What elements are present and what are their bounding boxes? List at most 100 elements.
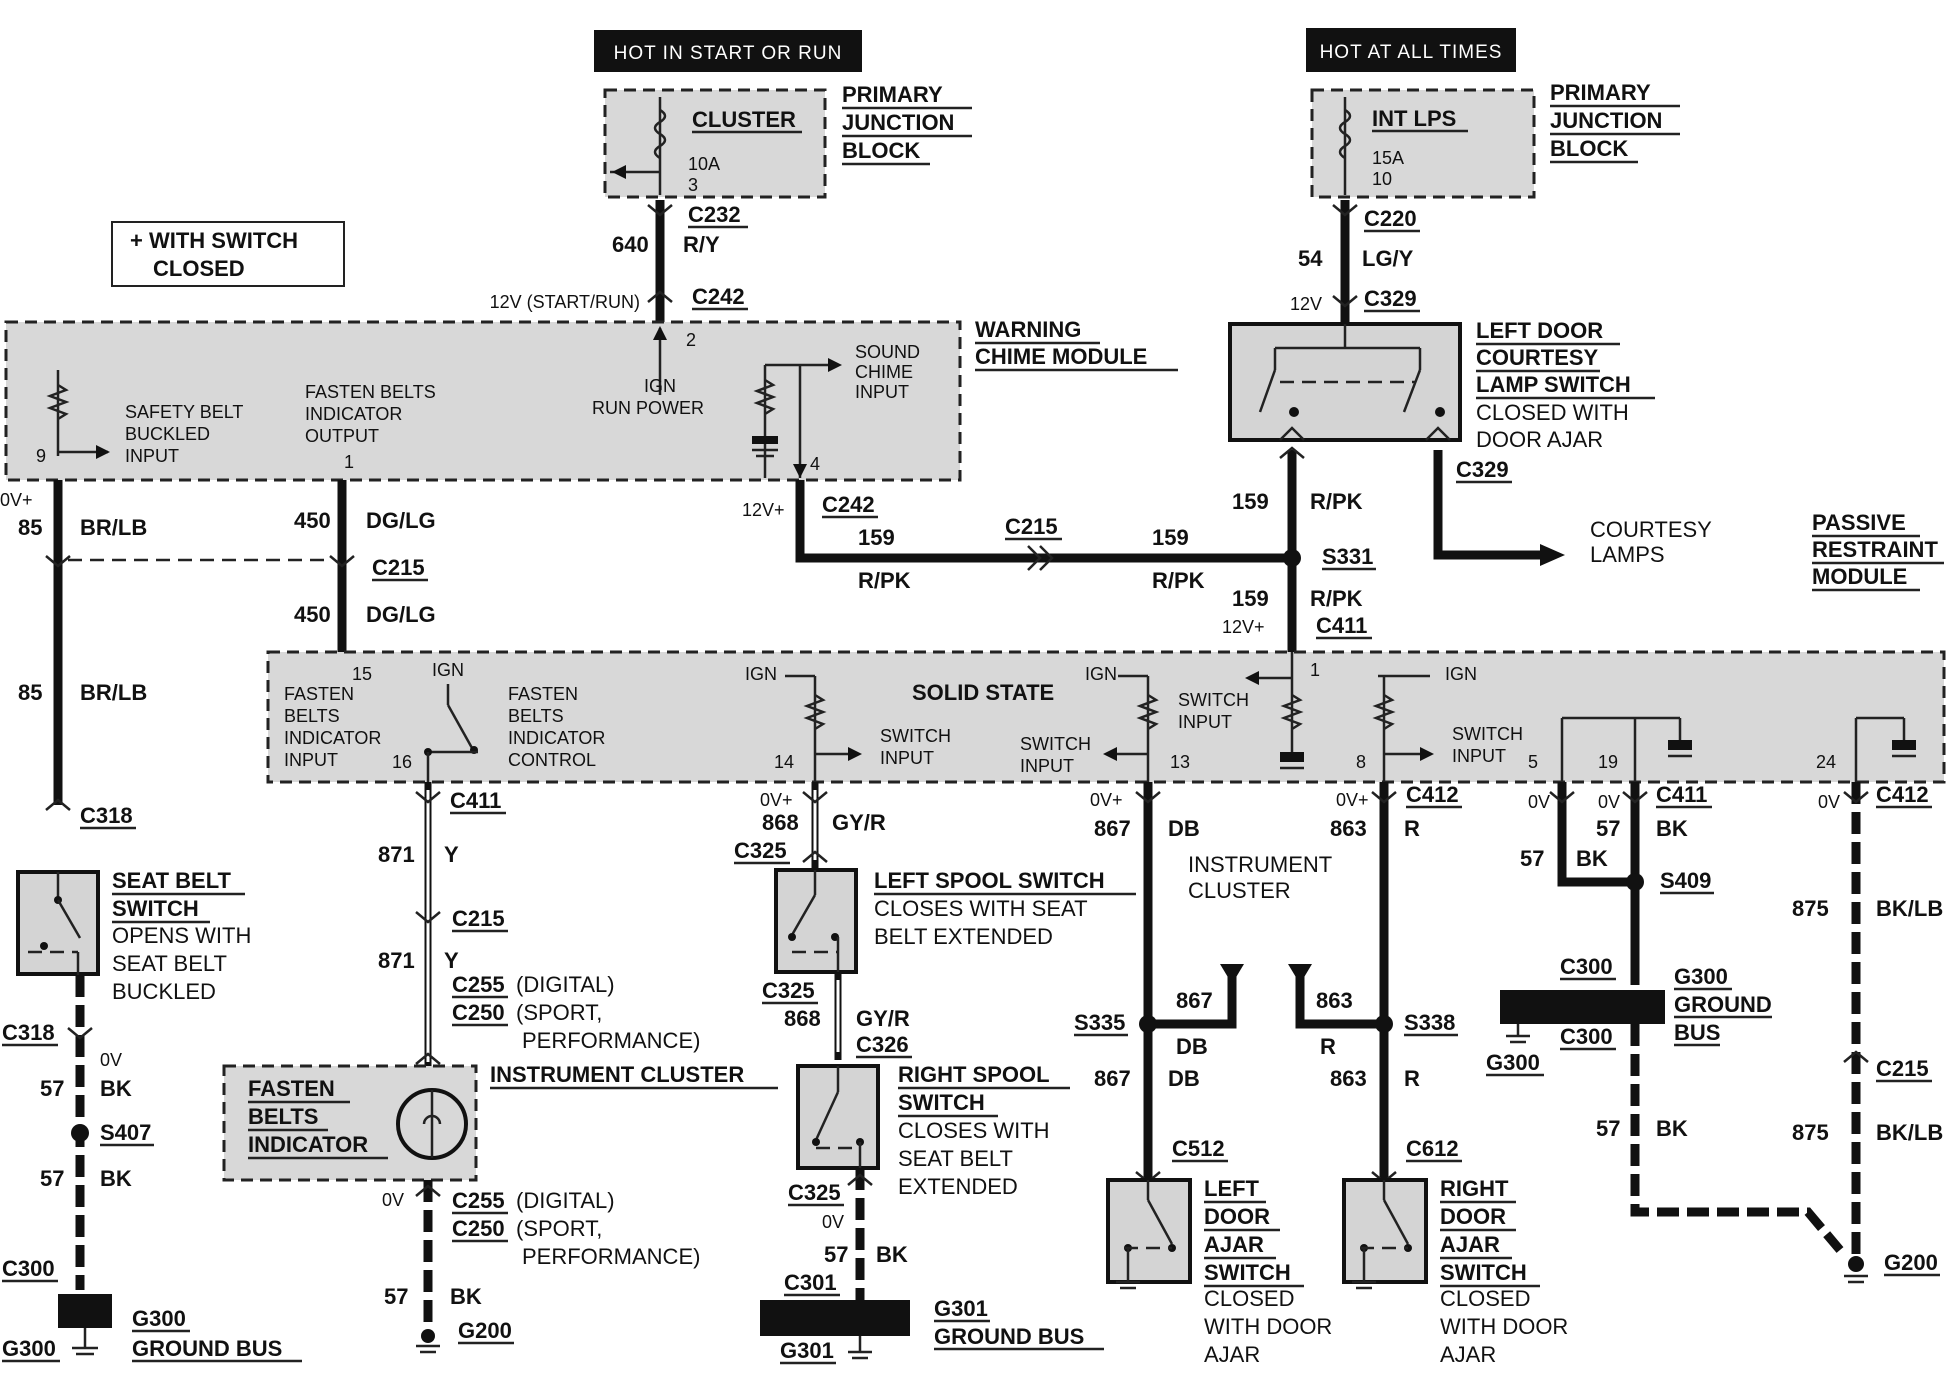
connector-c215-159: C215	[1005, 514, 1058, 539]
ldcs-title-3: LAMP SWITCH	[1476, 372, 1631, 397]
rss-note-1: CLOSES WITH	[898, 1118, 1050, 1143]
connector-c329-bottom: C329	[1456, 457, 1509, 482]
connector-c326: C326	[856, 1032, 909, 1057]
wire-159-num-d: 159	[1232, 586, 1269, 611]
prm-title-2: RESTRAINT	[1812, 537, 1938, 562]
lss-note-2: BELT EXTENDED	[874, 924, 1053, 949]
voltage-0v-pin24: 0V	[1818, 792, 1840, 812]
wire-871: C411 871 Y C215 871 Y C255 (DIGITAL) C25…	[378, 782, 700, 1070]
connector-c220: C220	[1364, 206, 1417, 231]
pjb-left-line1: PRIMARY	[842, 82, 943, 107]
prm-fbi-control-1: FASTEN	[508, 684, 578, 704]
voltage-12v-start-run: 12V (START/RUN)	[490, 292, 640, 312]
connector-c318-top: C318	[80, 803, 133, 828]
ldas-title-1: LEFT	[1204, 1176, 1260, 1201]
instrument-cluster-label-1: INSTRUMENT CLUSTER	[490, 1062, 778, 1090]
rss-title-2: SWITCH	[898, 1090, 985, 1115]
left-door-courtesy-switch	[1228, 322, 1462, 442]
left-door-courtesy-label: LEFT DOOR COURTESY LAMP SWITCH CLOSED WI…	[1476, 318, 1655, 452]
wire-450-color-a: DG/LG	[366, 508, 436, 533]
connector-c325-a: C325	[734, 838, 787, 863]
splice-s335: S335	[1074, 1010, 1125, 1035]
prm-fbi-input-4: INPUT	[284, 750, 338, 770]
wcm-run-power: RUN POWER	[592, 398, 704, 418]
wire-640-num: 640	[612, 232, 649, 257]
wire-863-color-a: R	[1404, 816, 1420, 841]
wire-57-color-spool: BK	[876, 1242, 908, 1267]
ground-bus-g301: GROUND BUS	[934, 1324, 1084, 1349]
left-door-ajar-switch	[1106, 1178, 1192, 1290]
wire-867-color-b: DB	[1176, 1034, 1208, 1059]
connector-c300-right-b: C300	[1560, 1024, 1613, 1049]
wcm-ign: IGN	[644, 376, 676, 396]
wcm-sound-2: CHIME	[855, 362, 913, 382]
wcm-safety-belt-2: BUCKLED	[125, 424, 210, 444]
rss-title-1: RIGHT SPOOL	[898, 1062, 1050, 1087]
fuse-cluster-rating: 10A	[688, 154, 720, 174]
seat-belt-switch-label: SEAT BELT SWITCH OPENS WITH SEAT BELT BU…	[112, 868, 251, 1004]
rdas-title-4: SWITCH	[1440, 1260, 1527, 1285]
fbi-label-3: INDICATOR	[248, 1132, 368, 1157]
instrument-cluster-2-line1: INSTRUMENT	[1188, 852, 1332, 877]
prm-sw14-2: INPUT	[880, 748, 934, 768]
wcm-fasten-output-2: INDICATOR	[305, 404, 402, 424]
pjb-right-line3: BLOCK	[1550, 136, 1628, 161]
prm-ign-4: IGN	[1445, 664, 1477, 684]
wire-57-color-left-a: BK	[100, 1076, 132, 1101]
wcm-sound-1: SOUND	[855, 342, 920, 362]
wire-867: 0V+ 867 DB 867 DB S335 867 DB C512	[1074, 782, 1244, 1184]
wire-871-color-b: Y	[444, 948, 459, 973]
ldcs-note-2: DOOR AJAR	[1476, 427, 1603, 452]
prm-solid-state: SOLID STATE	[912, 680, 1054, 705]
wcm-pin-2: 2	[686, 330, 696, 350]
ground-g200-right: G200	[1884, 1250, 1938, 1275]
fuse-int-lps-number: 10	[1372, 169, 1392, 189]
wire-57-num-left-a: 57	[40, 1076, 64, 1101]
wire-57-g301: C325 0V 57 BK C301 G301 G301 GROUND BUS	[760, 1168, 1104, 1365]
prm-fbi-control-2: BELTS	[508, 706, 564, 726]
connector-c411-57: C411	[1656, 782, 1707, 807]
sbs-title-1: SEAT BELT	[112, 868, 232, 893]
wire-85: 0V+ 85 BR/LB 85 BR/LB C318	[0, 480, 330, 830]
ground-bus-right-2: BUS	[1674, 1020, 1720, 1045]
ground-g300-right-a: G300	[1674, 964, 1728, 989]
left-door-ajar-label: LEFT DOOR AJAR SWITCH CLOSED WITH DOOR A…	[1204, 1176, 1332, 1367]
wire-867-color-c: DB	[1168, 1066, 1200, 1091]
connector-c411-871: C411	[450, 788, 501, 813]
prm-fbi-control-4: CONTROL	[508, 750, 596, 770]
wire-640-color: R/Y	[683, 232, 720, 257]
wire-875-color-b: BK/LB	[1876, 1120, 1943, 1145]
wire-159: 12V+ C242 159 R/PK C215 159 R/PK 159 R/P…	[742, 446, 1376, 652]
pjb-left-line3: BLOCK	[842, 138, 920, 163]
ground-g300-right-b: G300	[1486, 1050, 1540, 1075]
voltage-0v-85: 0V+	[0, 490, 33, 510]
sbs-note-2: SEAT BELT	[112, 951, 227, 976]
wire-159-color-a: R/PK	[858, 568, 911, 593]
connector-c215-450: C215	[372, 555, 425, 580]
wire-85-num-b: 85	[18, 680, 42, 705]
seat-belt-switch	[16, 870, 100, 976]
header-hot-start-run-label: HOT IN START OR RUN	[614, 43, 843, 64]
connector-c232: C232	[688, 202, 741, 227]
wire-868-color-a: GY/R	[832, 810, 886, 835]
prm-fbi-input-2: BELTS	[284, 706, 340, 726]
wire-868-color-b: GY/R	[856, 1006, 910, 1031]
voltage-12v-c411: 12V+	[1222, 617, 1265, 637]
left-spool-switch	[774, 868, 858, 974]
fuse-int-lps-name: INT LPS	[1372, 106, 1456, 131]
prm-pin-5: 5	[1528, 752, 1538, 772]
splice-s338: S338	[1404, 1010, 1455, 1035]
prm-sw13-2: INPUT	[1178, 712, 1232, 732]
rdas-note-3: AJAR	[1440, 1342, 1496, 1367]
wire-867-num-a: 867	[1094, 816, 1131, 841]
prm-fbi-input-1: FASTEN	[284, 684, 354, 704]
wire-57-g200-left: 0V C255 (DIGITAL) C250 (SPORT, PERFORMAN…	[382, 1180, 700, 1354]
wire-57-right: 0V 0V C411 57 BK 57 BK S409 C300 G300 GR…	[1486, 782, 1844, 1253]
legend-box: + WITH SWITCH CLOSED	[111, 221, 345, 287]
right-spool-switch	[796, 1064, 880, 1170]
connector-c242-top: C242	[692, 284, 745, 309]
wire-85-color-a: BR/LB	[80, 515, 147, 540]
wire-courtesy-lamps: C329 COURTESY LAMPS	[1433, 450, 1712, 567]
fbi-label-1: FASTEN	[248, 1076, 335, 1101]
